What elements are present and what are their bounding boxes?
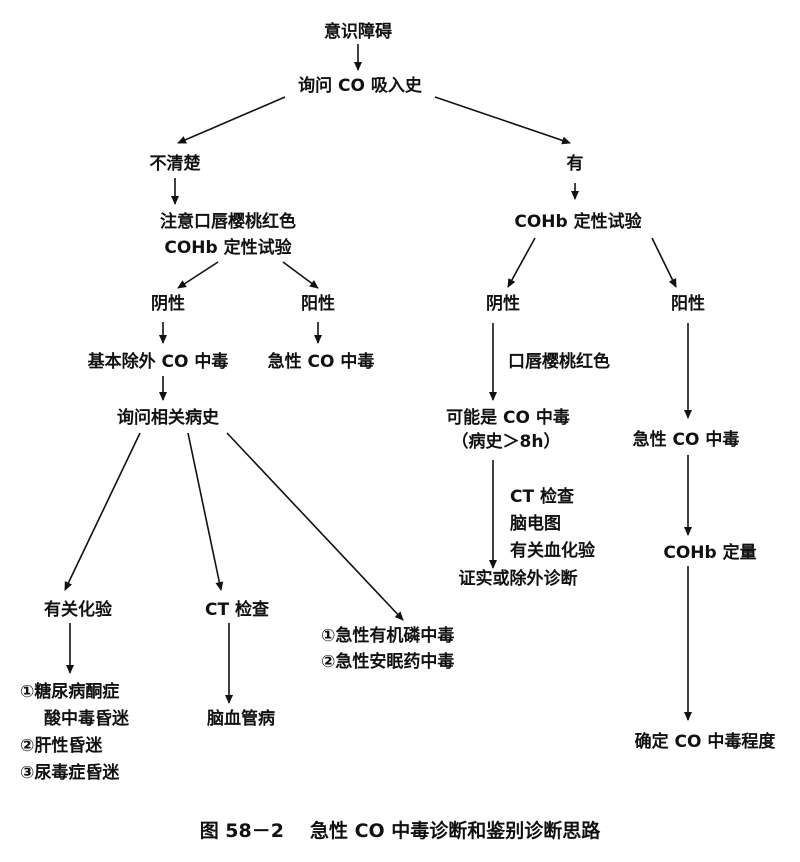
node-cerebrovascular-disease: 脑血管病	[207, 709, 275, 729]
node-diabetic-ketosis: ①糖尿病酮症	[20, 682, 120, 702]
node-basically-exclude-co: 基本除外 CO 中毒	[87, 352, 229, 372]
node-note-lip-color: 注意口唇樱桃红色	[160, 212, 296, 232]
node-inquire-related-history: 询问相关病史	[117, 408, 219, 428]
node-sedative-poisoning: ②急性安眠药中毒	[321, 652, 455, 672]
node-confirm-or-exclude: 证实或除外诊断	[458, 569, 578, 589]
node-history-over-8h: （病史＞8h）	[451, 432, 561, 452]
node-positive-left: 阳性	[301, 294, 335, 314]
arrow-cohb-left-to-negative	[177, 261, 219, 289]
arrow-cohb-right-to-negative	[507, 237, 536, 288]
node-related-tests: 有关化验	[44, 600, 112, 620]
node-acidosis-coma: 酸中毒昏迷	[44, 709, 129, 729]
arrow-history-to-ct-left	[187, 432, 224, 591]
arrow-inquire-to-yes	[434, 96, 571, 145]
node-possible-co: 可能是 CO 中毒	[446, 408, 570, 428]
figure-title: 急性 CO 中毒诊断和鉴别诊断思路	[309, 820, 601, 842]
node-ct-exam-right: CT 检查	[510, 487, 574, 507]
figure-caption: 图 58－2 急性 CO 中毒诊断和鉴别诊断思路	[200, 818, 601, 844]
arrow-cohb-right-to-positive	[651, 237, 677, 288]
node-cohb-quantitative: COHb 定量	[663, 543, 757, 563]
arrow-history-to-poisoning	[226, 432, 404, 621]
node-unclear: 不清楚	[149, 154, 201, 174]
node-negative-left: 阴性	[151, 294, 185, 314]
arrow-history-to-related-tests	[64, 432, 141, 591]
node-lip-cherry-red: 口唇樱桃红色	[508, 352, 610, 372]
node-cohb-qualitative-right: COHb 定性试验	[514, 212, 642, 232]
arrow-cohb-left-to-positive	[282, 261, 319, 289]
node-acute-co-left: 急性 CO 中毒	[267, 352, 375, 372]
node-consciousness-disorder: 意识障碍	[324, 22, 392, 42]
node-yes: 有	[566, 154, 584, 174]
node-negative-right: 阴性	[486, 294, 520, 314]
node-hepatic-coma: ②肝性昏迷	[20, 736, 103, 756]
node-organophosphate-poisoning: ①急性有机磷中毒	[321, 626, 455, 646]
node-eeg: 脑电图	[510, 514, 561, 534]
node-acute-co-right: 急性 CO 中毒	[632, 430, 740, 450]
node-related-blood-tests: 有关血化验	[510, 541, 595, 561]
arrow-inquire-to-unclear	[177, 96, 286, 144]
node-determine-severity: 确定 CO 中毒程度	[634, 732, 776, 752]
node-ct-exam-left: CT 检查	[205, 600, 269, 620]
figure-number: 图 58－2	[199, 820, 284, 842]
node-uremic-coma: ③尿毒症昏迷	[20, 763, 120, 783]
node-cohb-qualitative-left: COHb 定性试验	[164, 238, 292, 258]
node-positive-right: 阳性	[671, 294, 705, 314]
node-inquire-co-history: 询问 CO 吸入史	[298, 76, 422, 96]
